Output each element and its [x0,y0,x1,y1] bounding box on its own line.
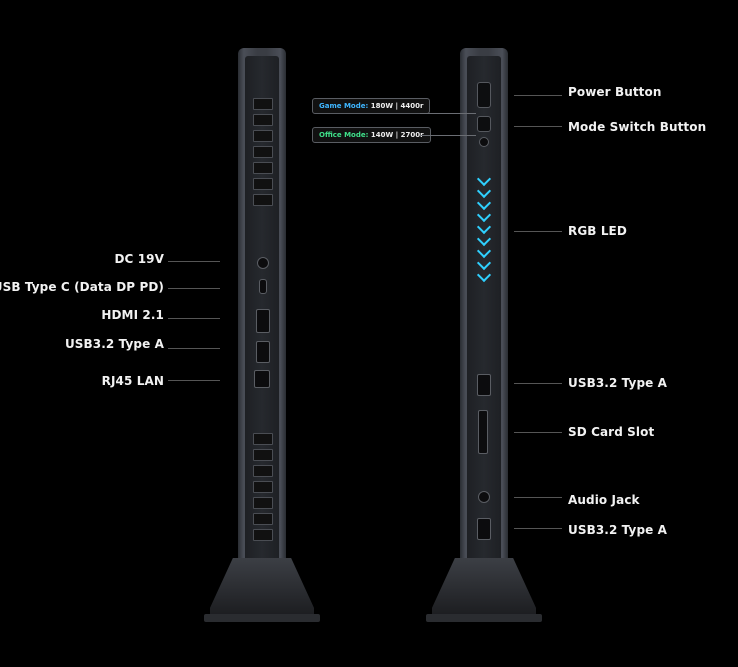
vent [253,449,273,461]
usb-a-port [477,374,491,396]
label-usb-type-c: USB Type C (Data DP PD) [0,280,164,294]
vent [253,130,273,142]
line-power [514,95,562,96]
label-audio-jack: Audio Jack [568,493,640,507]
right-device-face [467,56,501,563]
line-dc [168,261,220,262]
office-mode-title: Office Mode: [319,131,369,139]
label-usb-a-right-2: USB3.2 Type A [568,523,668,537]
right-stand-base [426,614,542,622]
vent [253,529,273,541]
label-power-button: Power Button [568,85,662,99]
vent [253,481,273,493]
vent [253,513,273,525]
game-mode-callout: Game Mode: 180W | 4400r [312,98,431,114]
game-mode-value: 180W | 4400r [370,102,424,110]
audio-jack [478,491,490,503]
office-mode-value: 140W | 2700r [370,131,424,139]
left-stand [210,558,314,616]
left-stand-base [204,614,320,622]
label-sd-card: SD Card Slot [568,425,655,439]
office-mode-callout: Office Mode: 140W | 2700r [312,127,431,143]
vent [253,114,273,126]
rj45-port [254,370,270,388]
line-usba2 [514,528,562,529]
office-mode-line [420,135,476,136]
vent [253,194,273,206]
sd-card-slot [478,410,488,454]
line-audio [514,497,562,498]
usb-a-port [477,518,491,540]
hdmi-port [256,309,270,333]
vent [253,98,273,110]
game-mode-title: Game Mode: [319,102,369,110]
line-usba-left [168,348,220,349]
line-usbc [168,288,220,289]
right-stand [432,558,536,616]
vent [253,162,273,174]
usb-a-port [256,341,270,363]
mode-switch-button[interactable] [477,116,491,132]
line-rj45 [168,380,220,381]
label-hdmi: HDMI 2.1 [101,308,164,322]
label-dc-19v: DC 19V [114,252,164,266]
mode-indicator [479,137,489,147]
vent [253,465,273,477]
label-rj45: RJ45 LAN [101,374,164,388]
line-rgb [514,231,562,232]
label-mode-switch: Mode Switch Button [568,120,707,134]
line-hdmi [168,318,220,319]
line-mode [514,126,562,127]
label-usb-a-left: USB3.2 Type A [64,337,164,351]
vent [253,433,273,445]
usb-c-port [259,279,267,294]
line-usba1 [514,383,562,384]
vent [253,497,273,509]
dc-port [257,257,269,269]
label-rgb-led: RGB LED [568,224,627,238]
label-usb-a-right-1: USB3.2 Type A [568,376,668,390]
line-sd [514,432,562,433]
vent [253,178,273,190]
game-mode-line [420,113,476,114]
power-button[interactable] [477,82,491,108]
vent [253,146,273,158]
